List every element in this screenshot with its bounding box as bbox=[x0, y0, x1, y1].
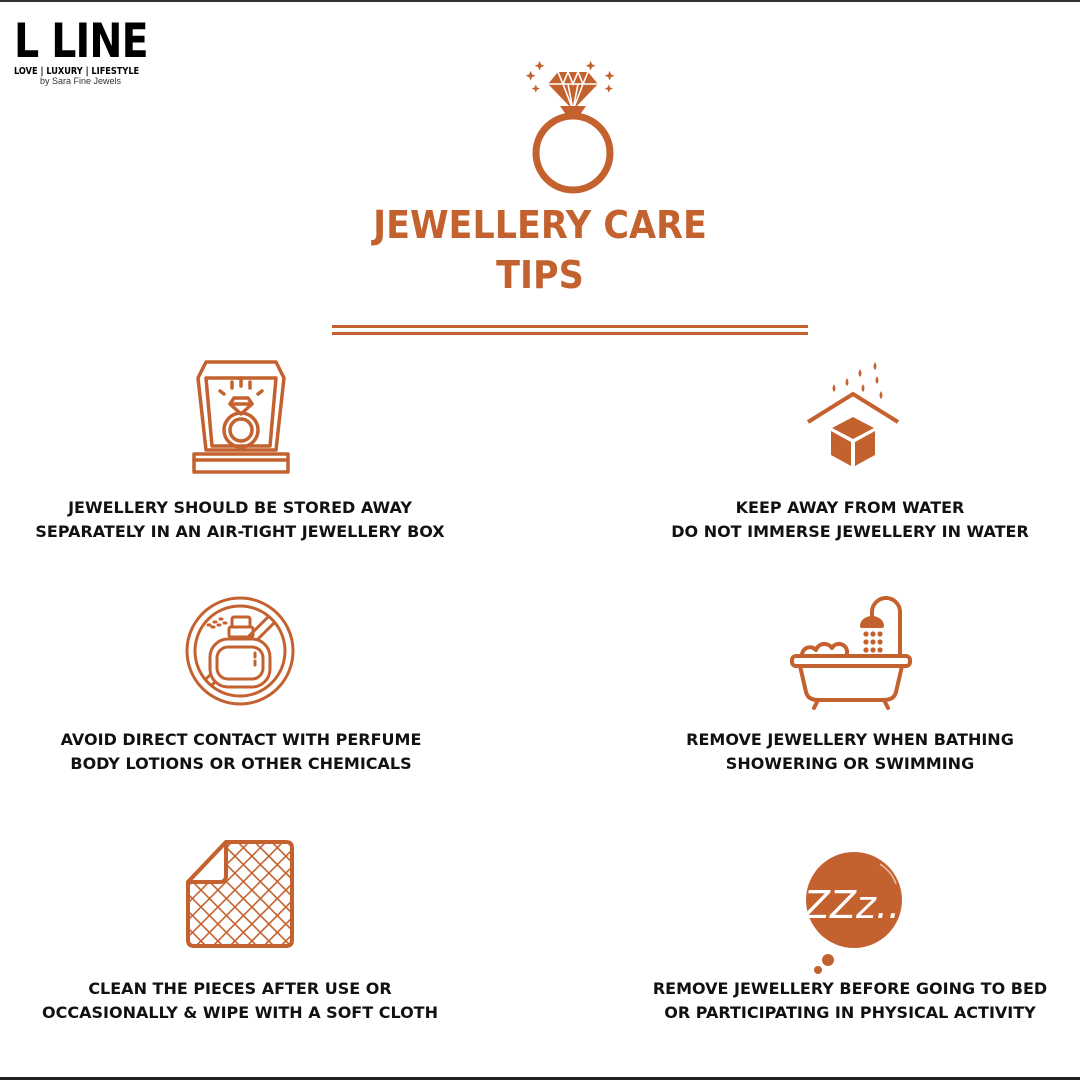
tip-4-line-2: SHOWERING OR SWIMMING bbox=[725, 754, 975, 773]
tip-4-line-1: REMOVE JEWELLERY WHEN BATHING bbox=[686, 730, 1014, 749]
tip-4-text: REMOVE JEWELLERY WHEN BATHING SHOWERING … bbox=[600, 728, 1080, 776]
jewellery-box-icon bbox=[192, 360, 290, 480]
sleep-bubble-text: ZZz.. bbox=[803, 883, 900, 927]
brand-byline: by Sara Fine Jewels bbox=[40, 76, 122, 86]
tip-3-line-2: BODY LOTIONS OR OTHER CHEMICALS bbox=[70, 754, 412, 773]
page-title: JEWELLERY CARE TIPS bbox=[43, 200, 1037, 300]
diamond-ring-icon bbox=[522, 58, 622, 198]
top-border bbox=[0, 0, 1080, 2]
title-divider-bottom bbox=[332, 332, 808, 335]
no-perfume-icon bbox=[184, 595, 296, 711]
sleep-bubble-icon: ZZz.. bbox=[796, 850, 912, 980]
tip-3-line-1: AVOID DIRECT CONTACT WITH PERFUME bbox=[60, 730, 422, 749]
title-divider-top bbox=[332, 325, 808, 328]
bathtub-shower-icon bbox=[788, 592, 914, 716]
tip-1-text: JEWELLERY SHOULD BE STORED AWAY SEPARATE… bbox=[0, 496, 480, 544]
tip-6-line-1: REMOVE JEWELLERY BEFORE GOING TO BED bbox=[652, 979, 1048, 998]
tip-5-line-1: CLEAN THE PIECES AFTER USE OR bbox=[88, 979, 392, 998]
tip-6-line-2: OR PARTICIPATING IN PHYSICAL ACTIVITY bbox=[664, 1003, 1036, 1022]
tip-1-line-2: SEPARATELY IN AN AIR-TIGHT JEWELLERY BOX bbox=[35, 522, 445, 541]
title-line-1: JEWELLERY CARE bbox=[373, 203, 707, 247]
tip-6-text: REMOVE JEWELLERY BEFORE GOING TO BED OR … bbox=[600, 977, 1080, 1025]
brand-tagline: LOVE | LUXURY | LIFESTYLE bbox=[14, 66, 140, 77]
cloth-icon bbox=[184, 838, 296, 954]
tip-3-text: AVOID DIRECT CONTACT WITH PERFUME BODY L… bbox=[0, 728, 482, 776]
rain-roof-box-icon bbox=[805, 360, 901, 474]
brand-name: L LINE bbox=[14, 14, 149, 69]
title-line-2: TIPS bbox=[496, 253, 584, 297]
bottom-border bbox=[0, 1077, 1080, 1080]
tip-2-line-1: KEEP AWAY FROM WATER bbox=[735, 498, 965, 517]
tip-5-text: CLEAN THE PIECES AFTER USE OR OCCASIONAL… bbox=[0, 977, 480, 1025]
brand-logo: L LINE LOVE | LUXURY | LIFESTYLE by Sara… bbox=[14, 14, 173, 86]
tip-5-line-2: OCCASIONALLY & WIPE WITH A SOFT CLOTH bbox=[42, 1003, 438, 1022]
tip-1-line-1: JEWELLERY SHOULD BE STORED AWAY bbox=[68, 498, 412, 517]
tip-2-text: KEEP AWAY FROM WATER DO NOT IMMERSE JEWE… bbox=[600, 496, 1080, 544]
tip-2-line-2: DO NOT IMMERSE JEWELLERY IN WATER bbox=[671, 522, 1029, 541]
